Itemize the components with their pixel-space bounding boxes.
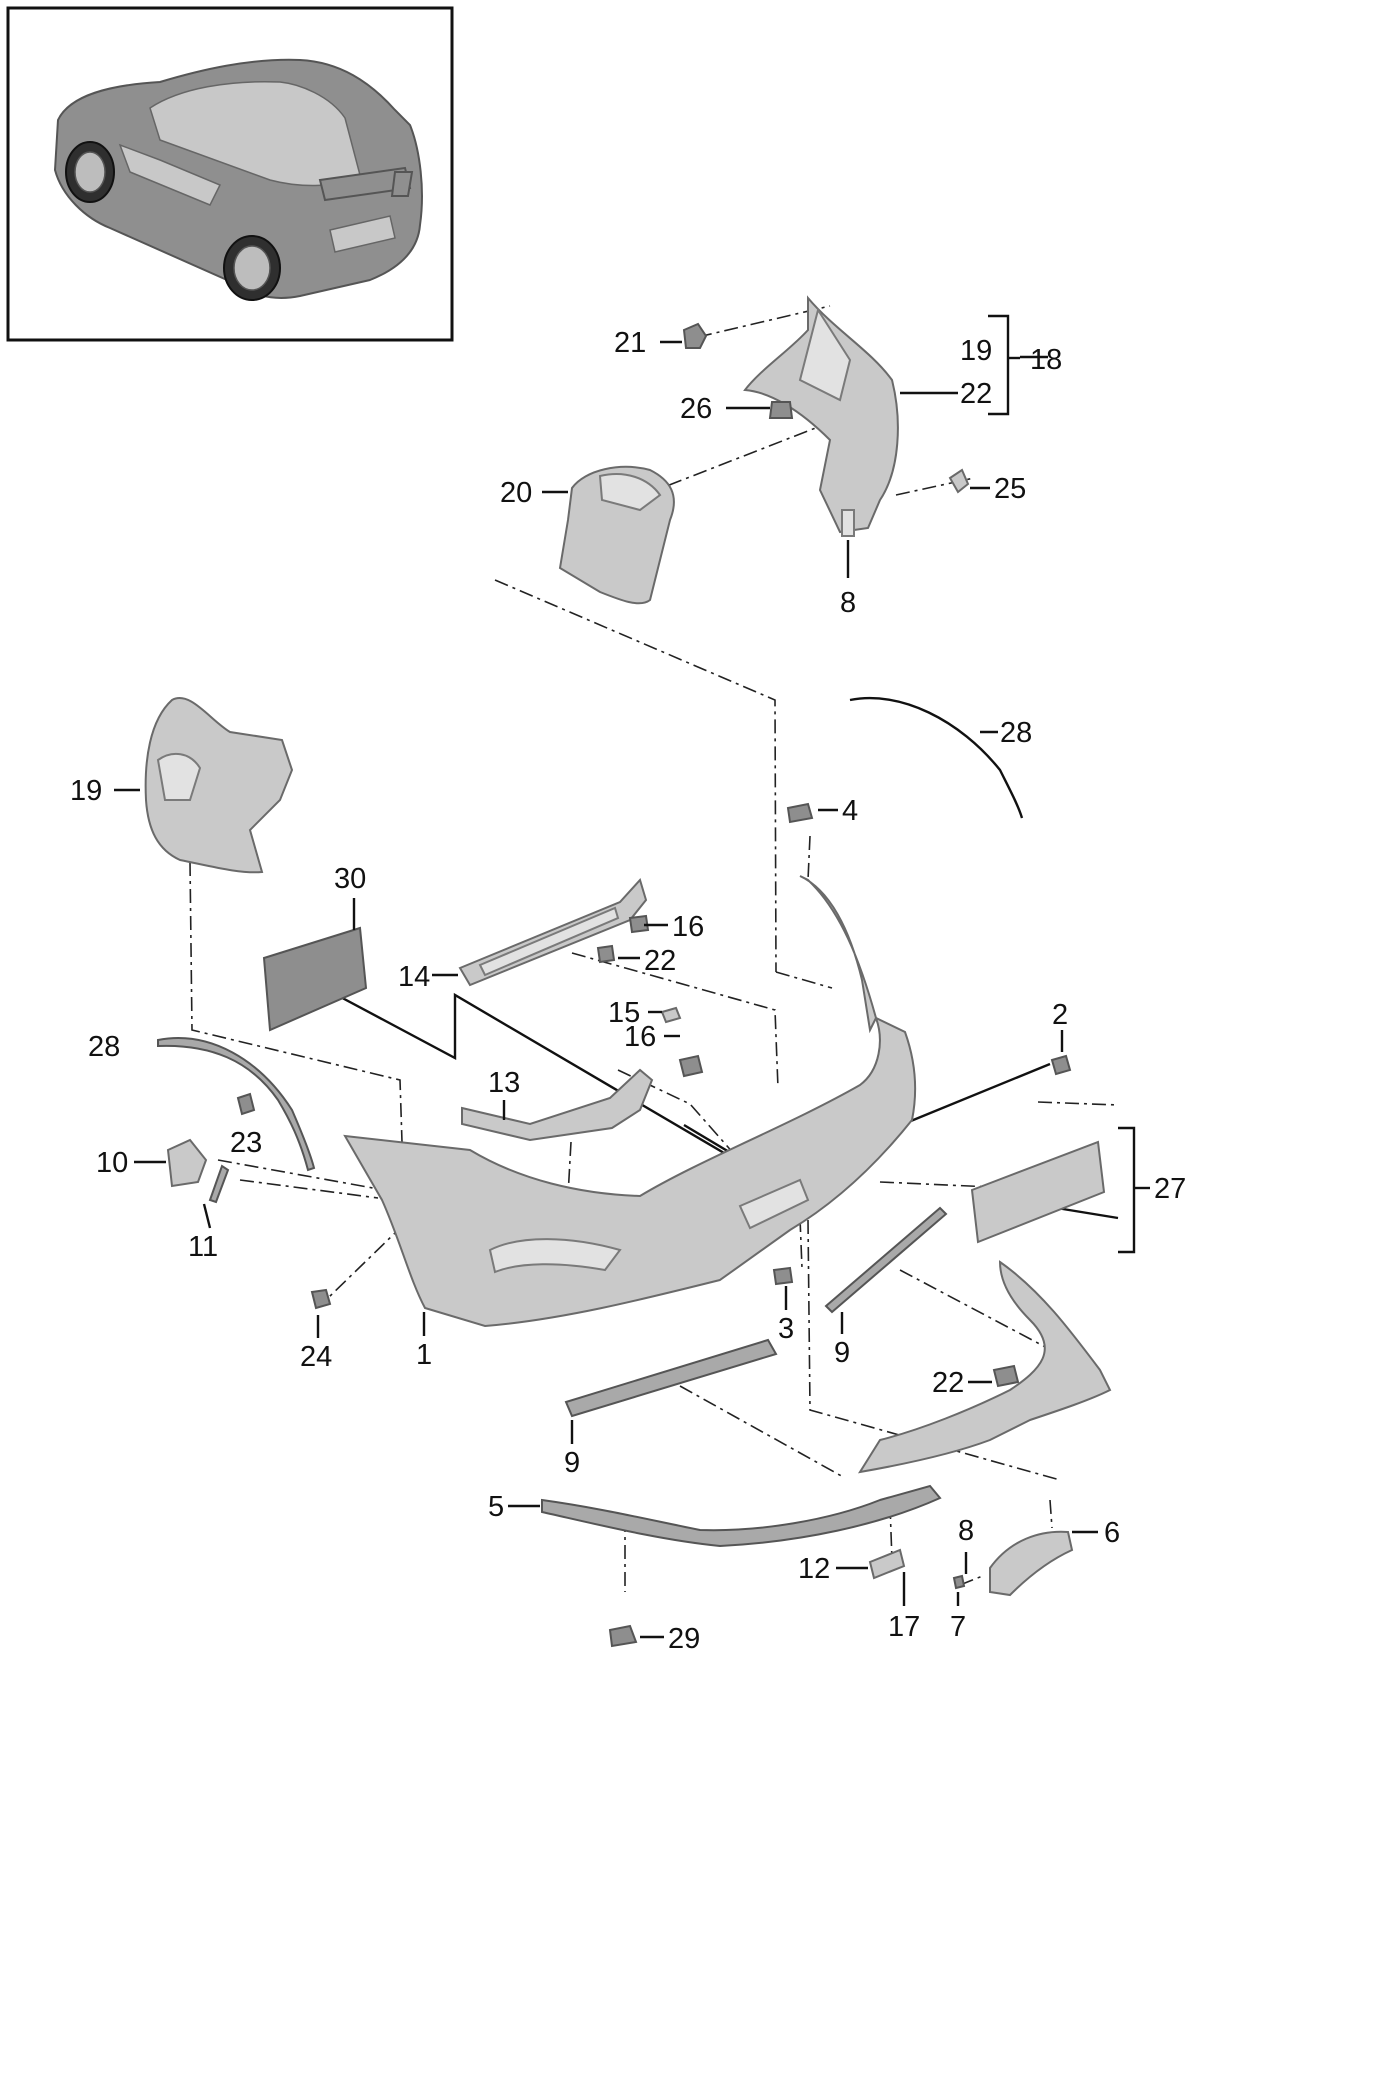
callout-23: 23 [230,1127,262,1159]
callout-3: 3 [778,1313,794,1345]
callout-12: 12 [798,1553,830,1585]
part-28-arch-lower [157,1037,316,1172]
callout-8-bottom: 8 [958,1515,974,1547]
part-16-clip-upper [628,914,650,934]
part-26-nut [768,401,794,419]
part-12-bracket [868,1548,906,1580]
callout-25: 25 [994,473,1026,505]
part-30-pad [262,926,368,1032]
part-4-grommet [786,802,814,824]
part-28-arch-upper [849,696,1024,819]
part-6-bracket [989,1530,1074,1597]
vehicle-thumbnail [6,6,454,342]
part-3-clip [772,1266,794,1286]
callout-30: 30 [334,863,366,895]
callout-21: 21 [614,327,646,359]
callout-2: 2 [1052,999,1068,1031]
part-29-grommet [608,1624,638,1648]
callout-16-lower: 16 [624,1021,656,1053]
part-diffuser [857,1260,1112,1474]
callout-4: 4 [842,795,858,827]
callout-19-group: 19 [960,335,992,367]
callout-labels: 21 19 18 22 26 20 25 8 28 4 19 30 16 22 … [70,327,1186,1655]
callout-5: 5 [488,1491,504,1523]
callout-9-left: 9 [564,1447,580,1479]
parts [144,295,1112,1648]
callout-28-lower: 28 [88,1031,120,1063]
callout-24: 24 [300,1341,332,1373]
part-13-lower-carrier [461,1068,654,1142]
callout-28-upper: 28 [1000,717,1032,749]
callout-18: 18 [1030,344,1062,376]
callout-22-group: 22 [960,378,992,410]
callout-27: 27 [1154,1173,1186,1205]
part-7-screw [952,1574,966,1590]
callout-26: 26 [680,393,712,425]
part-1-bumper-flank [799,875,878,1034]
part-1-bumper-cover [343,1016,917,1328]
part-5-spoiler-lip [541,1484,942,1548]
part-19-side-bracket [144,697,294,874]
part-23-clip [236,1092,256,1116]
callout-29: 29 [668,1623,700,1655]
callout-10: 10 [96,1147,128,1179]
callout-11: 11 [188,1231,218,1263]
callout-leaders [114,314,1150,1639]
callout-19-part: 19 [70,775,102,807]
callout-13: 13 [488,1067,520,1099]
part-27-plate-carrier [970,1140,1106,1244]
part-8-clip-top [841,509,855,537]
part-9-trim-left [564,1338,778,1418]
part-24-bolt [310,1288,332,1310]
part-22-clip-mid [596,944,616,964]
car-illustration [53,58,423,301]
callout-22-mid: 22 [644,945,676,977]
part-22-clip-lower [992,1364,1020,1388]
callout-22-lower: 22 [932,1367,964,1399]
callout-17: 17 [888,1611,920,1643]
part-2-grommet [1050,1054,1072,1076]
part-21-clip [682,322,708,349]
part-10-bracket [166,1138,208,1188]
part-9-trim-right [824,1206,948,1314]
callout-1: 1 [416,1339,432,1371]
callout-9-right: 9 [834,1337,850,1369]
callout-20: 20 [500,477,532,509]
callout-14: 14 [398,961,430,993]
callout-8-top: 8 [840,587,856,619]
part-15-pin [660,1006,682,1024]
callout-16-upper: 16 [672,911,704,943]
part-16-clip-lower [678,1054,704,1078]
part-25-screw [948,468,970,494]
callout-15: 15 [608,997,640,1029]
part-11-strip [208,1164,230,1204]
callout-7: 7 [950,1611,966,1643]
callout-6: 6 [1104,1517,1120,1549]
